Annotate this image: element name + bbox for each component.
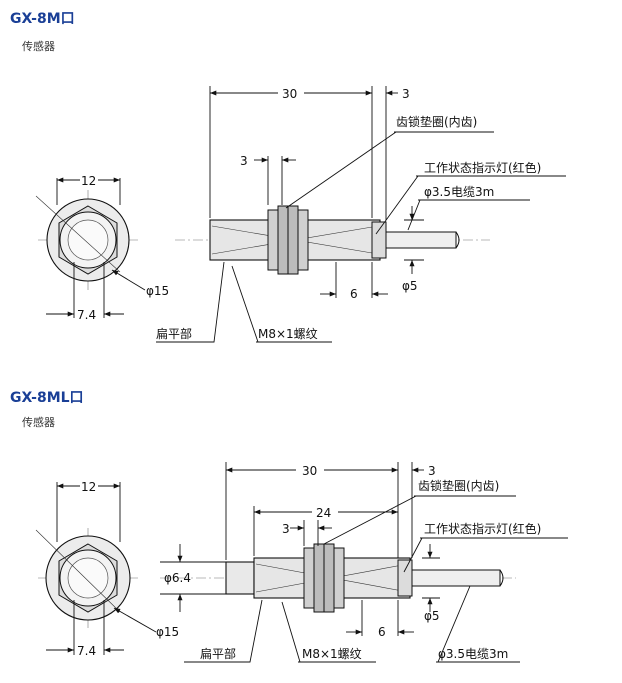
cable-label: φ3.5电缆3m (438, 647, 508, 661)
indicator-label: 工作状态指示灯(红色) (424, 521, 541, 536)
dim-12-label: 12 (81, 174, 96, 188)
dim-6-label: 6 (378, 625, 386, 639)
phi15-label: φ15 (146, 284, 169, 298)
gx8m-drawing: 30 3 3 12 7.4 6 φ15 φ5 φ3.5电缆3m 齿锁垫圈(内齿)… (35, 86, 566, 343)
thread-label: M8×1螺纹 (302, 647, 362, 661)
flat-label: 扁平部 (156, 326, 192, 341)
side-view (156, 86, 566, 343)
gx8ml-drawing: 30 3 24 3 12 7.4 6 φ6.4 φ15 φ5 φ3.5电缆3m … (35, 462, 568, 663)
section-1-subtitle: 传感器 (22, 40, 55, 53)
section-2-title: GX-8ML口 (10, 390, 84, 406)
dim-12-label: 12 (81, 480, 96, 494)
dim-3-left-label: 3 (240, 154, 248, 168)
flat-label: 扁平部 (200, 646, 236, 661)
phi5-label: φ5 (424, 609, 440, 623)
section-2-subtitle: 传感器 (22, 416, 55, 429)
side-view (160, 462, 568, 663)
washer-label: 齿锁垫圈(内齿) (418, 478, 499, 493)
phi5-label: φ5 (402, 279, 418, 293)
dim-7-4-label: 7.4 (77, 308, 96, 322)
dim-3-right-label: 3 (402, 87, 410, 101)
dim-3-left-label: 3 (282, 522, 290, 536)
dim-3-right-label: 3 (428, 464, 436, 478)
section-1-title: GX-8M口 (10, 11, 75, 27)
washer-label: 齿锁垫圈(内齿) (396, 114, 477, 129)
dim-6-label: 6 (350, 287, 358, 301)
front-view (35, 177, 146, 318)
dim-7-4-label: 7.4 (77, 644, 96, 658)
phi15-label: φ15 (156, 625, 179, 639)
phi6-4-label: φ6.4 (164, 571, 191, 585)
dim-24-label: 24 (316, 506, 331, 520)
thread-label: M8×1螺纹 (258, 327, 318, 341)
dim-30-label: 30 (302, 464, 317, 478)
indicator-label: 工作状态指示灯(红色) (424, 160, 541, 175)
cable-label: φ3.5电缆3m (424, 185, 494, 199)
front-view (35, 482, 157, 655)
dim-30-label: 30 (282, 87, 297, 101)
